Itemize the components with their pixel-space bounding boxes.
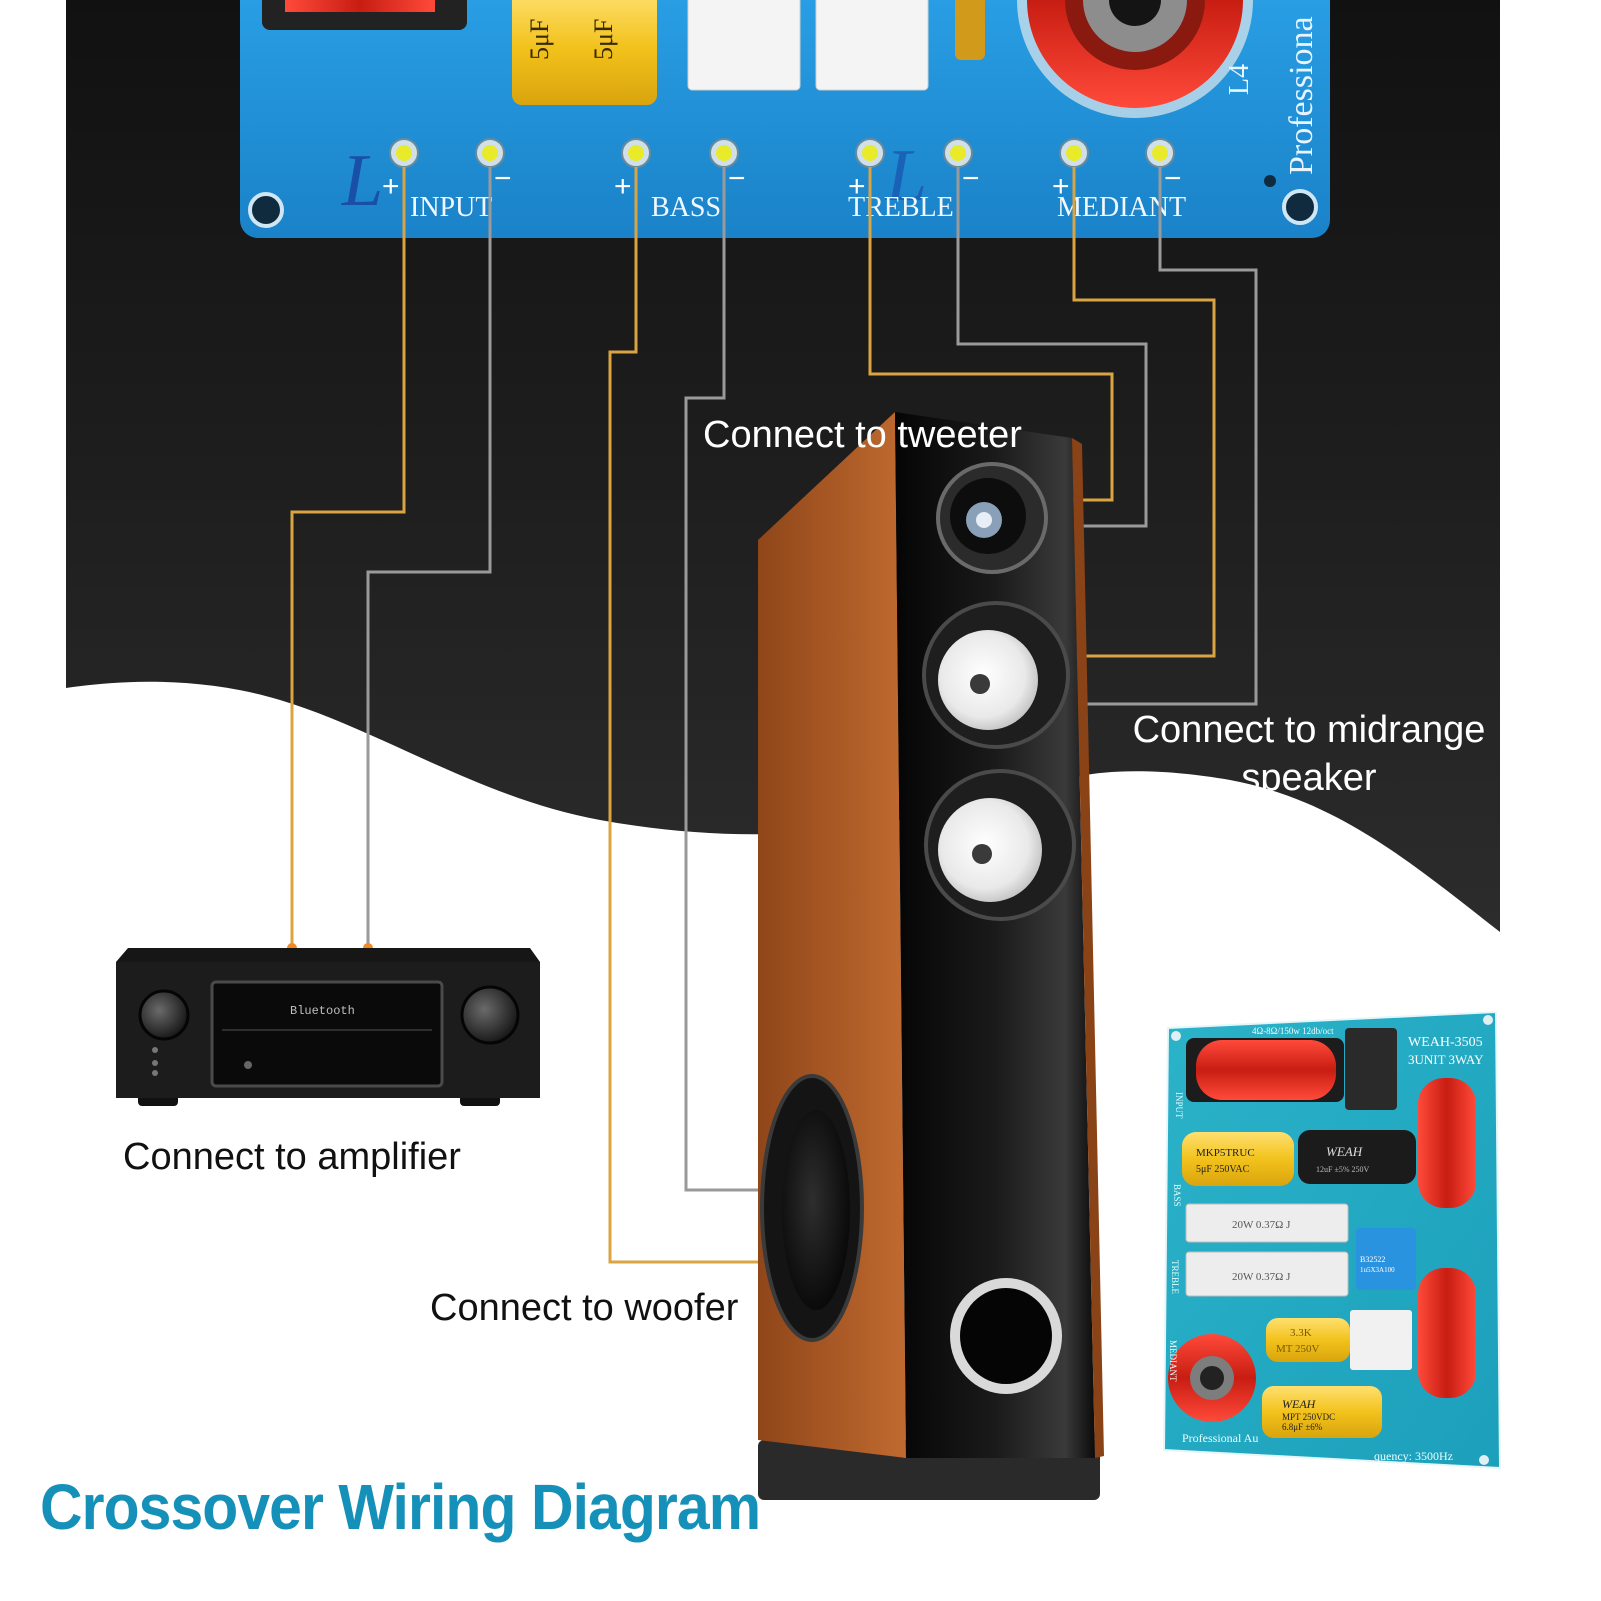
inset-cap4-line1: WEAH [1282, 1397, 1317, 1411]
amp-display-text: Bluetooth [290, 1004, 355, 1018]
terminal-plus-sign: + [614, 170, 632, 203]
resistor-white-1 [687, 0, 801, 91]
terminal-minus-sign: − [962, 162, 980, 195]
inset-cap1-line1: MKP5TRUC [1196, 1147, 1255, 1159]
terminal-post-core [862, 145, 878, 161]
resistor-white-2 [815, 0, 929, 91]
inset-resistor-2 [1185, 1251, 1349, 1297]
mount-hole-right [1282, 189, 1318, 225]
cap-text-2: 5μF [589, 19, 618, 60]
terminal-minus-sign: − [728, 162, 746, 195]
inset-cap3-line1: 3.3K [1290, 1327, 1312, 1339]
inset-side-input: INPUT [1174, 1092, 1184, 1119]
terminal-post-core [482, 145, 498, 161]
label-connect-amplifier: Connect to amplifier [123, 1136, 461, 1178]
inset-cap-yellow-1 [1182, 1132, 1294, 1186]
terminal-post-core [628, 145, 644, 161]
terminal-plus-sign: + [1052, 170, 1070, 203]
terminal-group-treble: TREBLE [848, 192, 954, 223]
woofer-driver [760, 1074, 864, 1342]
inset-side-mediant: MEDIANT [1168, 1340, 1178, 1382]
terminal-group-bass: BASS [651, 192, 721, 223]
coil-label: L4 [1224, 64, 1255, 95]
cap-text-1: 5μF [525, 19, 554, 60]
tweeter-driver [936, 462, 1048, 574]
inset-res2-text: 20W 0.37Ω J [1232, 1271, 1291, 1283]
terminal-plus-sign: + [848, 170, 866, 203]
inset-cap2-line1: WEAH [1326, 1144, 1363, 1159]
crossover-board-inset: WEAH-3505 3UNIT 3WAY 4Ω-8Ω/150w 12db/oct… [1162, 1010, 1502, 1470]
capacitor-yellow [512, 0, 657, 105]
inset-cap4-line2: MPT 250VDC [1282, 1412, 1335, 1422]
tower-speaker [758, 412, 1104, 1500]
inset-resistor-1 [1185, 1203, 1349, 1243]
inset-type: 3UNIT 3WAY [1408, 1052, 1484, 1067]
amp-knob-right [460, 985, 520, 1045]
wire-input-plus [290, 167, 406, 948]
wire-bass-plus [608, 167, 820, 1264]
inset-cap-blue [1356, 1228, 1416, 1290]
terminal-post-core [950, 145, 966, 161]
terminal-post-core [716, 145, 732, 161]
terminal-group-input: INPUT [410, 192, 492, 223]
terminal-minus-sign: − [1164, 162, 1182, 195]
inset-cap2-line2: 12uF ±5% 250V [1316, 1165, 1370, 1174]
crossover-board-closeup: 5μF 5μF L4 Professiona L L INPUT+−BASS+−… [240, 0, 1330, 238]
terminal-post-core [396, 145, 412, 161]
mount-hole-left [248, 192, 284, 228]
inset-spec: 4Ω-8Ω/150w 12db/oct [1252, 1026, 1334, 1036]
small-capacitor [955, 0, 985, 60]
inset-res1-text: 20W 0.37Ω J [1232, 1219, 1291, 1231]
channel-letter-right: L [885, 135, 927, 217]
terminal-group-mediant: MEDIANT [1057, 192, 1186, 223]
inset-capblue-line2: 1u5X3A100 [1360, 1266, 1395, 1274]
terminal-post-core [1152, 145, 1168, 161]
wire-treble-minus [956, 167, 1148, 528]
inset-footer-right: quency: 3500Hz [1374, 1449, 1453, 1463]
wire-bass-minus [684, 167, 818, 1192]
inset-cap3-line2: MT 250V [1276, 1343, 1320, 1355]
label-connect-woofer: Connect to woofer [430, 1287, 739, 1329]
terminal-post-core [1066, 145, 1082, 161]
inset-cap-black [1298, 1130, 1416, 1184]
diagram-title: Crossover Wiring Diagram [40, 1471, 761, 1543]
amplifier: Bluetooth [116, 948, 540, 1106]
terminal-plus-sign: + [382, 170, 400, 203]
channel-letter-left: L [341, 140, 383, 222]
inset-capblue-line1: B32522 [1360, 1255, 1385, 1264]
inset-cap-yellow-2 [1266, 1318, 1350, 1362]
board-brand: Professiona [1283, 16, 1320, 175]
inset-side-bass: BASS [1172, 1184, 1182, 1207]
bass-port [950, 1278, 1062, 1394]
inset-model: WEAH-3505 [1408, 1035, 1483, 1050]
air-coil-inductor [1017, 0, 1253, 118]
label-connect-midrange: Connect to midrange speaker [1132, 709, 1486, 799]
inset-side-treble: TREBLE [1170, 1260, 1180, 1294]
wire-input-minus [366, 167, 492, 948]
inset-cap1-line2: 5μF 250VAC [1196, 1164, 1250, 1175]
midrange-driver-upper [922, 601, 1070, 749]
amp-knob-left [138, 989, 190, 1041]
terminal-minus-sign: − [494, 162, 512, 195]
label-connect-tweeter: Connect to tweeter [703, 414, 1022, 456]
midrange-driver-lower [924, 769, 1076, 921]
inset-cap4-line3: 6.8μF ±6% [1282, 1422, 1323, 1432]
inset-cap-yellow-3 [1262, 1386, 1382, 1438]
inset-footer-left: Professional Au [1182, 1431, 1258, 1445]
